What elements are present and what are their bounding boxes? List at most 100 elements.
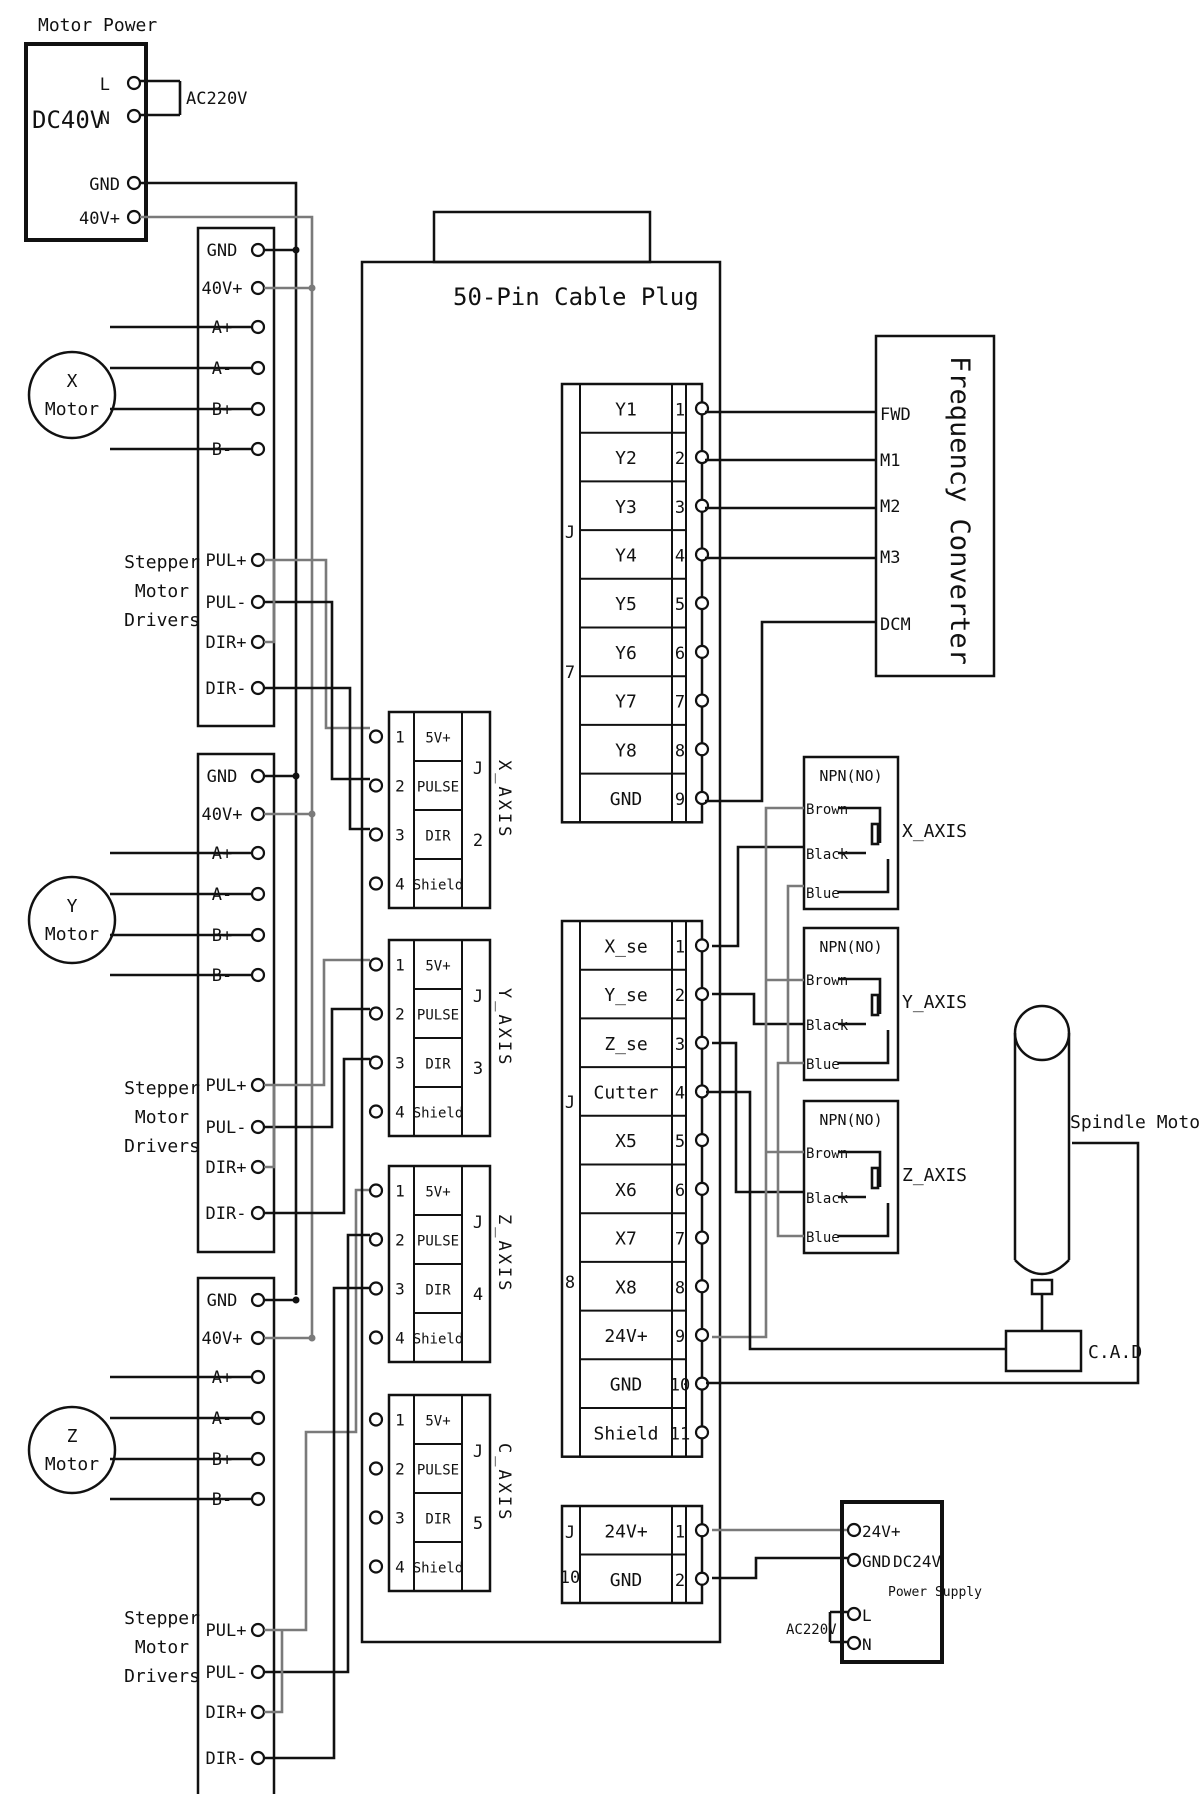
driver-z-pin-1 [250,1330,266,1346]
motor-power-terminal-gnd: GND [89,175,120,195]
spindle-return-wire [706,1141,1140,1385]
sensor-z-wire-label: Black [806,1191,849,1207]
sensor-wire-0 [712,845,804,948]
cad-box [1004,1329,1083,1373]
j7-number: 7 [565,663,575,683]
sensor-x-wire-label: Brown [806,802,848,818]
axis-y-pin-number: 2 [395,1005,405,1024]
j7-pin-number: 4 [675,546,685,566]
driver-z-signal-label: PUL+ [206,1621,247,1641]
j8-pin-2 [694,1035,710,1050]
driver-y-signal-label: PUL- [206,1118,247,1138]
cable-plug-body [360,260,722,1644]
sensor-x-switch [870,822,880,846]
junction-dot [308,284,316,292]
j8-pin-1 [694,986,710,1002]
driver-signal-wire-6 [264,1085,276,1169]
driver-x-pin-0 [250,242,266,258]
sensor-z-wire-label: Brown [806,1146,848,1162]
sensor-z-box [802,1099,900,1255]
driver-y-signal-label: DIR- [206,1204,247,1224]
driver-x-signal-pin-0 [250,552,266,568]
driver-y-pin-1 [250,806,266,822]
axis-z-pin-number: 1 [395,1182,405,1201]
cable-plug: 50-Pin Cable Plug [360,210,722,1644]
axis-x-pin-number: 4 [395,875,405,894]
driver-signal-wire-3 [264,686,370,831]
sensor-x-box [802,755,900,911]
j8-pin-0 [694,938,710,953]
axis-y-pin-0 [368,957,384,972]
spindle-body [1013,1033,1071,1276]
cable-plug-connector [432,210,652,264]
axis-y-signal: 5V+ [425,959,450,975]
axis-z-signal: DIR [425,1283,451,1299]
j10-signal: 24V+ [604,1521,648,1542]
driver-z-side-label: Drivers [124,1666,200,1687]
j8-signal: Z_se [604,1034,647,1055]
spindle-shaft [1030,1278,1054,1296]
driver-y-signal-pin-3 [250,1205,266,1221]
driver-z-signal-pin-1 [250,1664,266,1680]
sensor-wire-4 [766,978,804,1154]
ps-pin-24v [846,1522,862,1538]
j8-pin-4 [694,1133,710,1148]
motor-z-label: Z [67,1426,78,1447]
driver-x-pin-5 [250,441,266,457]
fc-terminal-m2: M2 [880,497,900,517]
driver-z-pin-5 [250,1491,266,1507]
fc-control-wires [705,410,876,560]
j7-pin-7 [694,742,710,757]
sensor-x-type: NPN(NO) [819,767,882,785]
j8-pin-6 [694,1230,710,1245]
motor-power-supply: Motor Power DC40V L N GND 40V+ AC220V [24,15,314,1335]
axis-y-label: Y_AXIS [494,988,514,1067]
driver-x-pin-4 [250,401,266,417]
driver-z-side-label: Stepper [124,1608,200,1629]
fc-dcm-wire [705,620,876,803]
sensor-y-axis-label: Y_AXIS [902,992,967,1013]
driver-z-box [196,1276,276,1794]
driver-z-signal-label: DIR+ [206,1703,247,1723]
junction-dot [308,1334,316,1342]
j7-pin-number: 5 [675,595,685,615]
axis-y-cell [413,1086,463,1137]
driver-y-signal-pin-2 [250,1159,266,1175]
driver-z-pin-4 [250,1451,266,1467]
ps-pin-n [846,1635,862,1651]
axis-c-pin-number: 4 [395,1558,405,1577]
limit-sensors: NPN(NO)BrownBlackBlueX_AXISNPN(NO)BrownB… [712,755,967,1339]
driver-x-side-label: Motor [135,581,189,602]
axis-y-pin-number: 3 [395,1054,405,1073]
ps-terminal-24v: 24V+ [862,1522,901,1541]
driver-x-signal-label: DIR+ [206,633,247,653]
axis-y-signal: DIR [425,1057,451,1073]
driver-x-pin-3 [250,360,266,376]
j7-pin-6 [694,693,710,708]
j10-gnd-wire [712,1556,848,1580]
sensor-x-circuit [838,806,890,894]
axis-x-pin-1 [368,778,384,793]
axis-y-signal: PULSE [417,1008,459,1024]
axis-c-pin-2 [368,1510,384,1525]
j10-pin-1 [694,1571,710,1586]
driver-y-side-label: Stepper [124,1078,200,1099]
j8-pin-10 [694,1425,710,1440]
ps-pin-l [846,1606,862,1622]
j7-signal: Y6 [615,643,637,664]
j10-number: 10 [560,1568,580,1588]
j8-signal: GND [610,1375,643,1396]
axis-x-pin-number: 2 [395,777,405,796]
fc-terminal-fwd: FWD [880,405,911,425]
frequency-converter: Frequency Converter FWD M1 M2 M3 DCM [705,334,996,803]
driver-y-signal-pin-1 [250,1119,266,1135]
driver-x-signal-label: DIR- [206,679,247,699]
driver-signal-wire-0 [264,558,370,730]
j8-pin-5 [694,1181,710,1196]
axis-z-j-label: J [473,1213,483,1233]
axis-z-pin-2 [368,1281,384,1296]
j7-signal: Y2 [615,448,637,469]
ps-title-line2: Power Supply [888,1585,982,1600]
motor-power-box-label: DC40V [32,106,104,134]
driver-signal-wire-2 [264,560,276,644]
